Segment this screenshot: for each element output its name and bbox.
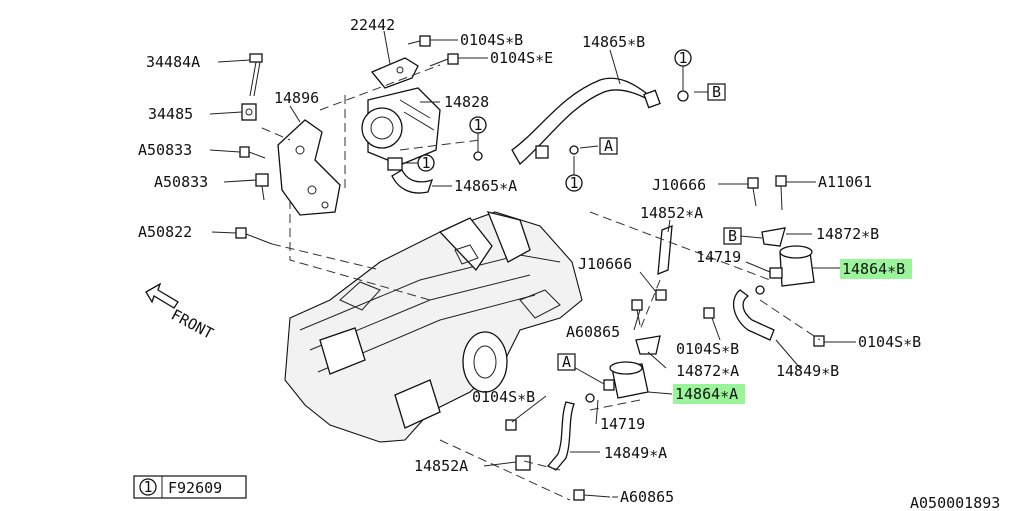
hose-14865A: [391, 169, 434, 194]
legend-ref: F92609: [168, 479, 222, 497]
pipe-14849B: [732, 289, 775, 341]
label-14828[interactable]: 14828: [444, 93, 489, 111]
pipe-14849A: [546, 401, 575, 471]
bolt-A60865a: [631, 299, 643, 326]
callout-1-d: 1: [569, 174, 578, 192]
label-A11061[interactable]: A11061: [818, 173, 872, 191]
callout-1-b: 1: [473, 116, 482, 134]
label-J10666-b[interactable]: J10666: [578, 255, 632, 273]
dashed-lines: [261, 64, 821, 501]
engine-block: [284, 211, 583, 443]
label-14872B[interactable]: 14872∗B: [816, 225, 879, 243]
label-0104SE[interactable]: 0104S∗E: [490, 49, 553, 67]
gasket-14872A: [635, 335, 661, 355]
label-14849A[interactable]: 14849∗A: [604, 444, 667, 462]
bolt-0104SB-top: [407, 35, 431, 47]
box-A-top: A: [604, 137, 613, 155]
label-0104SB-top[interactable]: 0104S∗B: [460, 31, 523, 49]
label-14865A[interactable]: 14865∗A: [454, 177, 517, 195]
label-A60865-b[interactable]: A60865: [620, 488, 674, 506]
callout-1-c: 1: [421, 154, 430, 172]
bolt-0104SB-low: [505, 419, 517, 431]
bolt-0104SB-right: [813, 335, 825, 347]
bracket-22442: [370, 57, 419, 89]
gasket-14872B: [761, 227, 786, 247]
legend: 1 F92609: [133, 475, 247, 499]
bolt-A60865b: [573, 489, 611, 501]
bracket-14896: [277, 119, 341, 216]
label-14865B[interactable]: 14865∗B: [582, 33, 645, 51]
label-14872A[interactable]: 14872∗A: [676, 362, 739, 380]
hose-14865B: [511, 77, 661, 166]
label-14852A-top[interactable]: 14852∗A: [640, 204, 703, 222]
box-B-right: B: [728, 227, 737, 245]
bolt-J10666b: [655, 289, 667, 301]
label-34485[interactable]: 34485: [148, 105, 193, 123]
nut-34485: [241, 103, 257, 121]
bolt-A11061: [775, 175, 787, 211]
label-14864B[interactable]: 14864∗B: [842, 260, 905, 278]
valve-14864A: [603, 361, 649, 399]
highlight-14864A: [673, 384, 745, 404]
box-A-mid: A: [562, 353, 571, 371]
box-B-top: B: [712, 83, 721, 101]
label-14849B[interactable]: 14849∗B: [776, 362, 839, 380]
label-A50833-a[interactable]: A50833: [138, 141, 192, 159]
bolt-A50833b: [255, 173, 269, 201]
label-A50822[interactable]: A50822: [138, 223, 192, 241]
callout-1-a: 1: [678, 49, 687, 67]
box-letters: B A B A: [557, 83, 742, 371]
air-pump-14828: [361, 87, 441, 171]
bolt-A50833a: [239, 146, 266, 159]
label-14864A[interactable]: 14864∗A: [675, 385, 738, 403]
label-14852A-bot[interactable]: 14852A: [414, 457, 468, 475]
label-14719-b[interactable]: 14719: [600, 415, 645, 433]
bolt-0104SB-mid: [703, 307, 715, 319]
label-0104SB-low[interactable]: 0104S∗B: [472, 388, 535, 406]
front-label: FRONT: [168, 306, 216, 343]
label-A50833-b[interactable]: A50833: [154, 173, 208, 191]
bolt-0104SE: [429, 53, 459, 67]
label-34484A[interactable]: 34484A: [146, 53, 200, 71]
label-0104SB-right[interactable]: 0104S∗B: [858, 333, 921, 351]
bolt-A50822: [235, 227, 273, 245]
label-J10666-a[interactable]: J10666: [652, 176, 706, 194]
legend-num: 1: [143, 478, 152, 496]
label-22442[interactable]: 22442: [350, 16, 395, 34]
leader-lines: [209, 30, 856, 498]
callout-1-group: 1 1 1 1: [402, 49, 692, 192]
highlight-14864B: [840, 259, 912, 279]
valve-14864B: [769, 245, 815, 287]
label-A60865-a[interactable]: A60865: [566, 323, 620, 341]
drawing-id: A050001893: [910, 494, 1000, 511]
label-0104SB-mid[interactable]: 0104S∗B: [676, 340, 739, 358]
clamp-misc: [473, 90, 765, 403]
label-14896[interactable]: 14896: [274, 89, 319, 107]
bolt-34484A: [249, 53, 263, 97]
label-14719-a[interactable]: 14719: [696, 248, 741, 266]
part-labels: 22442 0104S∗B 0104S∗E 14865∗B 34484A 148…: [138, 16, 921, 506]
bolt-J10666a: [747, 177, 759, 207]
front-arrow: FRONT: [145, 282, 216, 343]
